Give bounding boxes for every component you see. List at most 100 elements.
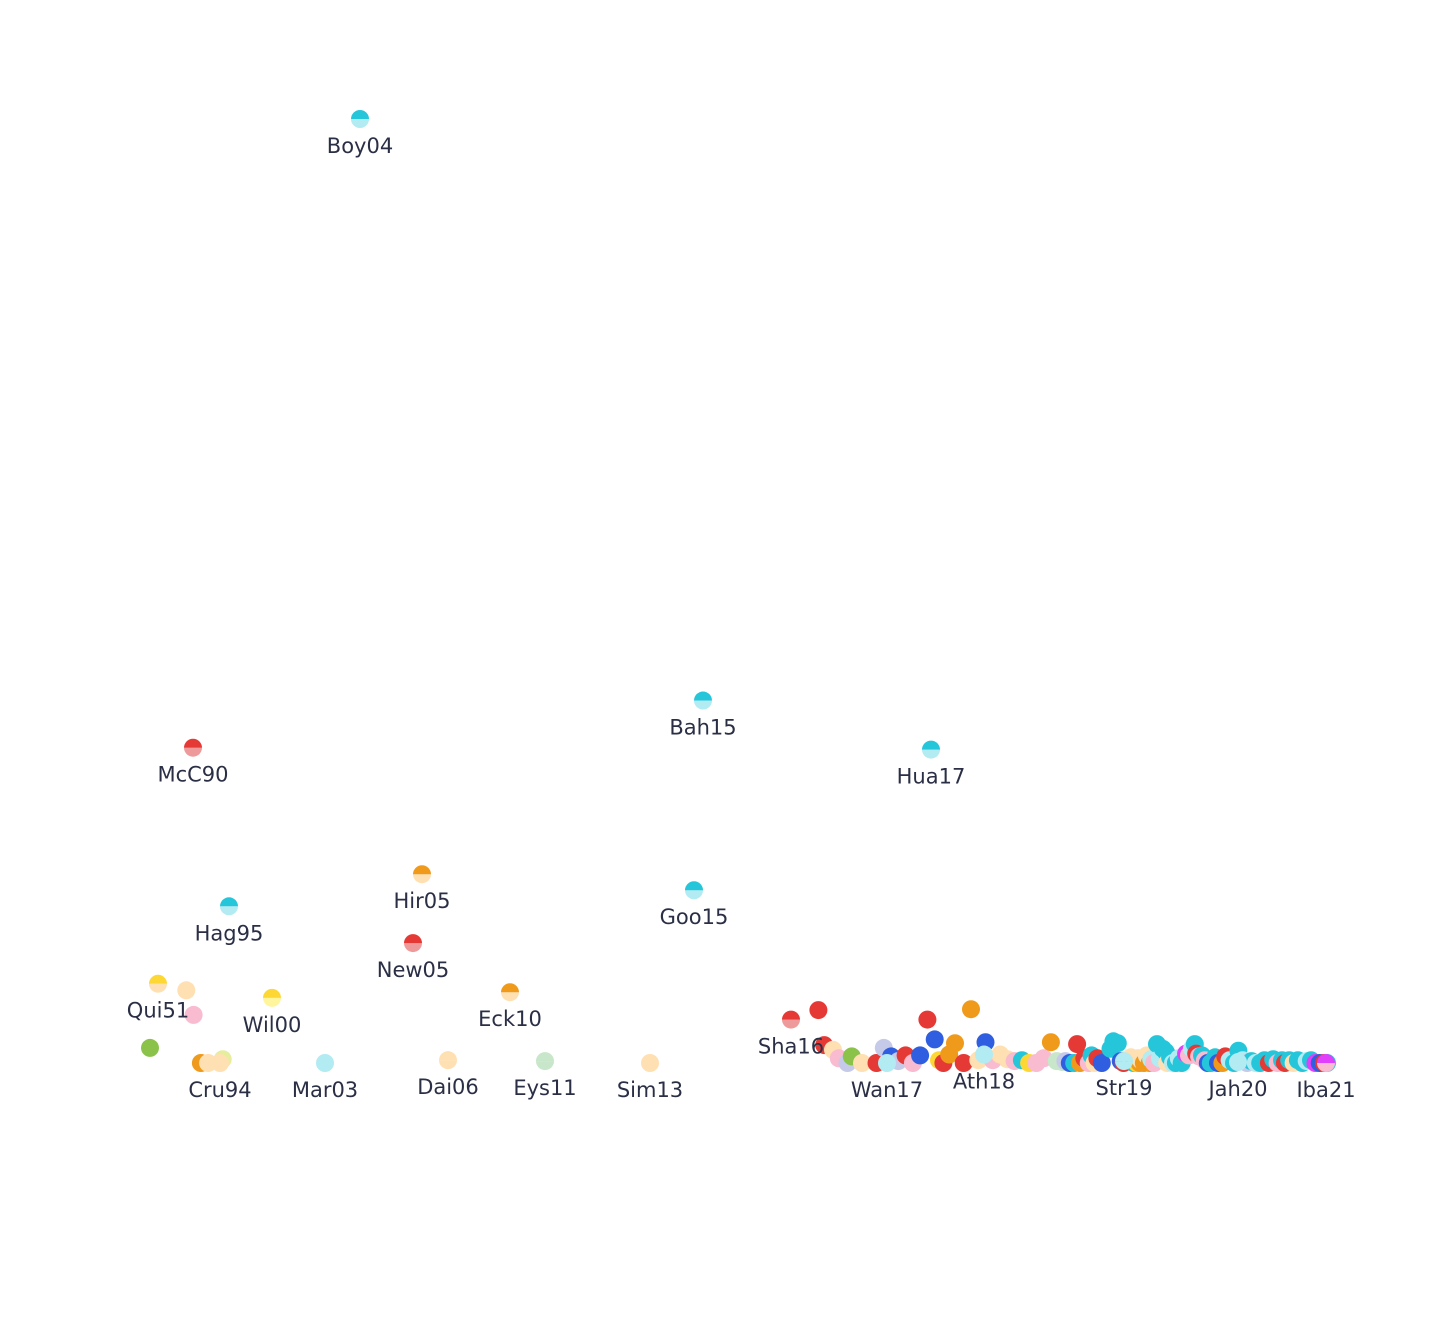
point-marker-bottom <box>922 749 940 759</box>
point-label: Hir05 <box>394 889 451 913</box>
point-marker-bottom <box>184 747 202 757</box>
point-marker-bottom <box>641 1063 659 1072</box>
point-label: Sha16 <box>758 1035 824 1059</box>
point-marker-top <box>694 691 712 701</box>
labeled-point-eck10 <box>501 983 519 1002</box>
labeled-point-boy04 <box>351 110 369 128</box>
labeled-point-goo15 <box>685 881 703 900</box>
point-label: Hag95 <box>195 921 264 945</box>
point-marker-bottom <box>149 983 167 993</box>
data-point <box>853 1054 871 1072</box>
data-point <box>946 1034 964 1053</box>
point-label: Mar03 <box>292 1078 358 1102</box>
labeled-point-bah15 <box>694 691 712 710</box>
point-label: Wan17 <box>851 1078 923 1102</box>
point-label: Goo15 <box>660 905 729 929</box>
labeled-point-eys11 <box>536 1052 554 1071</box>
point-label: Wil00 <box>243 1013 302 1037</box>
point-label: Sim13 <box>617 1078 683 1102</box>
point-marker-top <box>782 1010 800 1020</box>
point-label: Bah15 <box>669 716 736 740</box>
labeled-point-ath18 <box>975 1045 993 1064</box>
point-marker-top <box>878 1054 896 1063</box>
point-marker-bottom <box>1317 1063 1335 1072</box>
point-marker-bottom <box>782 1019 800 1029</box>
point-label: Str19 <box>1096 1076 1153 1100</box>
point-marker-bottom <box>878 1063 896 1072</box>
point-marker-bottom <box>501 992 519 1002</box>
data-point <box>925 1030 944 1049</box>
point-marker-bottom <box>263 997 281 1007</box>
labeled-point-str19 <box>1115 1052 1133 1071</box>
labeled-point-wil00 <box>263 988 281 1007</box>
point-label: New05 <box>377 958 450 982</box>
point-marker-top <box>975 1045 993 1055</box>
labeled-point-hua17 <box>922 740 940 759</box>
point-marker-top <box>316 1054 334 1063</box>
labeled-point-mar03 <box>316 1054 334 1072</box>
labeled-point-wan17 <box>878 1054 896 1072</box>
labeled-point-sim13 <box>641 1054 659 1072</box>
point-label: Iba21 <box>1296 1078 1355 1102</box>
point-marker-top <box>404 934 422 944</box>
point-marker-top <box>413 865 431 875</box>
point-marker-top <box>1317 1054 1335 1063</box>
data-point <box>809 1001 828 1020</box>
labeled-point-cru94 <box>211 1054 229 1072</box>
point-marker-top <box>1229 1053 1247 1063</box>
data-points <box>141 110 1336 1072</box>
point-marker-bottom <box>404 943 422 953</box>
point-marker-bottom <box>220 906 238 916</box>
labeled-point-jah20 <box>1229 1053 1247 1072</box>
labeled-point-new05 <box>404 934 422 953</box>
point-marker-bottom <box>536 1061 554 1071</box>
point-label: McC90 <box>157 763 228 787</box>
labeled-point-mcc90 <box>184 738 202 757</box>
point-marker-top <box>351 110 369 119</box>
data-point <box>962 1000 980 1019</box>
data-point <box>1108 1034 1127 1053</box>
point-marker-bottom <box>413 874 431 884</box>
data-point <box>1092 1054 1111 1072</box>
data-point <box>918 1010 937 1029</box>
point-marker-top <box>922 740 940 750</box>
point-marker-bottom <box>211 1063 229 1072</box>
point-marker-top <box>263 988 281 998</box>
point-label: Eck10 <box>478 1007 542 1031</box>
data-point <box>911 1046 930 1065</box>
point-marker-top <box>1115 1052 1133 1062</box>
point-marker-top <box>641 1054 659 1063</box>
labeled-point-sha16 <box>782 1010 800 1029</box>
point-marker-top <box>211 1054 229 1063</box>
point-label: Dai06 <box>417 1075 479 1099</box>
point-label: Hua17 <box>897 765 966 789</box>
data-point <box>141 1038 159 1057</box>
point-label: Cru94 <box>188 1078 251 1102</box>
point-marker-bottom <box>1115 1061 1133 1071</box>
data-point <box>1068 1035 1087 1054</box>
point-marker-bottom <box>1229 1062 1247 1072</box>
point-marker-top <box>220 897 238 907</box>
point-marker-bottom <box>694 700 712 710</box>
point-label: Eys11 <box>513 1076 576 1100</box>
point-marker-bottom <box>316 1063 334 1072</box>
point-marker-top <box>685 881 703 891</box>
point-marker-bottom <box>685 890 703 900</box>
point-marker-top <box>184 738 202 748</box>
labeled-point-qui51 <box>149 974 167 993</box>
point-marker-bottom <box>439 1060 457 1070</box>
point-marker-bottom <box>975 1054 993 1064</box>
labeled-point-dai06 <box>439 1051 457 1070</box>
point-marker-top <box>439 1051 457 1061</box>
point-label: Ath18 <box>953 1070 1015 1094</box>
point-marker-top <box>536 1052 554 1062</box>
labeled-point-hir05 <box>413 865 431 884</box>
data-point <box>954 1054 973 1072</box>
point-marker-top <box>501 983 519 993</box>
data-point <box>184 1005 203 1024</box>
point-label: Boy04 <box>327 134 393 158</box>
labeled-point-iba21 <box>1317 1054 1335 1072</box>
data-point <box>177 981 196 1000</box>
point-marker-bottom <box>351 119 369 128</box>
